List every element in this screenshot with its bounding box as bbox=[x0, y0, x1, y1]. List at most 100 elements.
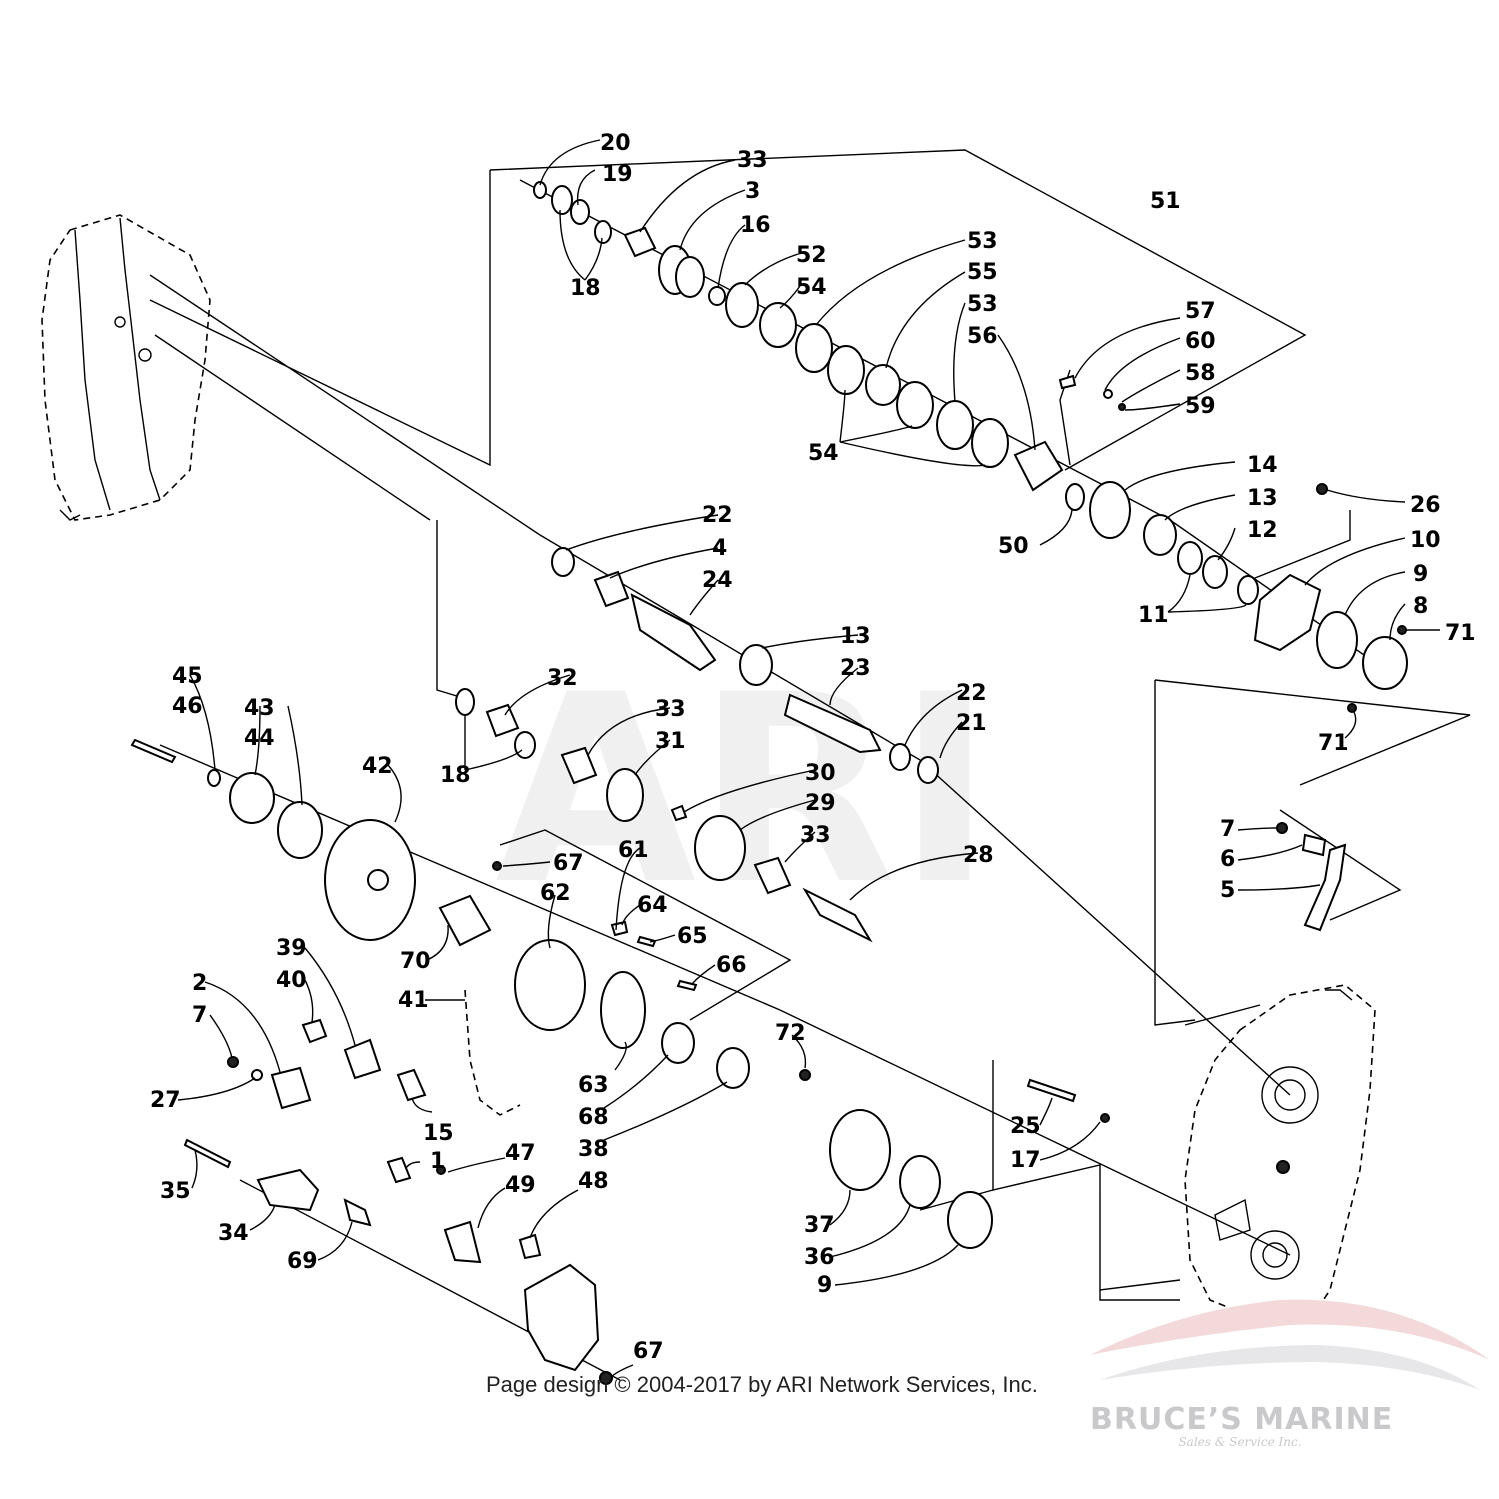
part-28-spacer bbox=[802, 887, 873, 943]
callout-32: 32 bbox=[547, 666, 578, 691]
callout-27: 27 bbox=[150, 1088, 181, 1113]
callout-labels: 20 19 18 33 3 16 52 54 51 53 55 53 56 57… bbox=[150, 131, 1476, 1364]
part-1 bbox=[386, 1156, 412, 1184]
part-7 bbox=[227, 1056, 239, 1068]
part-72 bbox=[799, 1069, 811, 1081]
brand-logo: BRUCE’S MARINE Sales & Service Inc. bbox=[1090, 1402, 1394, 1449]
part-69-spring bbox=[343, 1198, 372, 1227]
callout-66: 66 bbox=[716, 953, 747, 978]
part-6 bbox=[1301, 833, 1327, 857]
part-59 bbox=[1118, 403, 1126, 411]
part-50 bbox=[1065, 483, 1085, 511]
callout-63: 63 bbox=[578, 1073, 609, 1098]
callout-71-b: 71 bbox=[1318, 731, 1349, 756]
callout-69: 69 bbox=[287, 1249, 318, 1274]
part-54-washer-d bbox=[971, 418, 1009, 468]
callout-11: 11 bbox=[1138, 603, 1169, 628]
part-66 bbox=[676, 979, 698, 992]
callout-1: 1 bbox=[430, 1149, 445, 1174]
callout-38: 38 bbox=[578, 1137, 609, 1162]
callout-35: 35 bbox=[160, 1179, 191, 1204]
callout-67: 67 bbox=[553, 851, 584, 876]
callout-67-b: 67 bbox=[633, 1339, 664, 1364]
part-64 bbox=[610, 920, 629, 937]
callout-62: 62 bbox=[540, 881, 571, 906]
part-32 bbox=[485, 703, 520, 738]
callout-45: 45 bbox=[172, 664, 203, 689]
part-4-bearing bbox=[593, 570, 630, 608]
callout-61: 61 bbox=[618, 838, 649, 863]
callout-22-b: 22 bbox=[956, 681, 987, 706]
callout-71: 71 bbox=[1445, 621, 1476, 646]
part-24-gear-shaft bbox=[630, 593, 717, 672]
callout-50: 50 bbox=[998, 534, 1029, 559]
part-30 bbox=[670, 804, 688, 822]
callout-60: 60 bbox=[1185, 329, 1216, 354]
part-57 bbox=[1058, 374, 1077, 390]
part-19-ring bbox=[570, 199, 590, 225]
part-65 bbox=[636, 935, 657, 948]
callout-46: 46 bbox=[172, 694, 203, 719]
part-8-hub bbox=[1362, 636, 1408, 690]
right-gearcase-housing bbox=[1184, 984, 1376, 1321]
part-cover bbox=[523, 1263, 600, 1372]
callout-13: 13 bbox=[1247, 486, 1278, 511]
callout-13-b: 13 bbox=[840, 624, 871, 649]
callout-9-b: 9 bbox=[817, 1273, 832, 1298]
part-25 bbox=[1026, 1078, 1077, 1103]
callout-18-b: 18 bbox=[440, 763, 471, 788]
part-53-bearing bbox=[795, 323, 833, 373]
callout-34: 34 bbox=[218, 1221, 249, 1246]
part-29-sprocket bbox=[694, 815, 746, 881]
part-13-bearing bbox=[1143, 514, 1177, 556]
callout-56: 56 bbox=[967, 324, 998, 349]
part-14-gear bbox=[1089, 481, 1131, 539]
part-17 bbox=[1100, 1113, 1110, 1123]
brand-tagline: Sales & Service Inc. bbox=[1178, 1435, 1302, 1449]
callout-44: 44 bbox=[244, 726, 275, 751]
part-10-plate bbox=[1253, 573, 1322, 652]
part-22-washer bbox=[551, 547, 575, 577]
callout-55: 55 bbox=[967, 260, 998, 285]
callout-43: 43 bbox=[244, 696, 275, 721]
callout-42: 42 bbox=[362, 754, 393, 779]
part-44-spring bbox=[277, 801, 323, 859]
callout-48: 48 bbox=[578, 1169, 609, 1194]
callout-59: 59 bbox=[1185, 394, 1216, 419]
part-62-sprocket bbox=[514, 939, 586, 1031]
brand-name: BRUCE’S MARINE bbox=[1090, 1402, 1394, 1437]
part-34-bracket bbox=[256, 1168, 320, 1212]
part-68-bearing bbox=[661, 1022, 695, 1064]
part-31-sprocket bbox=[606, 768, 644, 822]
part-22-washer-b bbox=[889, 743, 911, 771]
callout-22: 22 bbox=[702, 503, 733, 528]
callout-53-b: 53 bbox=[967, 292, 998, 317]
callout-7: 7 bbox=[192, 1003, 207, 1028]
part-15-pin bbox=[396, 1068, 427, 1102]
callout-15: 15 bbox=[423, 1121, 454, 1146]
callout-7-b: 7 bbox=[1220, 817, 1235, 842]
callout-53: 53 bbox=[967, 229, 998, 254]
part-58 bbox=[1103, 389, 1113, 399]
callout-19: 19 bbox=[602, 162, 633, 187]
part-36-bearing bbox=[899, 1155, 941, 1209]
callout-57: 57 bbox=[1185, 299, 1216, 324]
callout-33-c: 33 bbox=[800, 823, 831, 848]
part-20 bbox=[533, 181, 547, 199]
callout-36: 36 bbox=[804, 1245, 835, 1270]
part-67 bbox=[492, 861, 502, 871]
callout-40: 40 bbox=[276, 968, 307, 993]
callout-10: 10 bbox=[1410, 528, 1441, 553]
part-55 bbox=[865, 364, 901, 406]
callout-6: 6 bbox=[1220, 847, 1235, 872]
part-63-plate bbox=[600, 971, 646, 1049]
callout-39: 39 bbox=[276, 936, 307, 961]
part-53-bearing-b bbox=[936, 400, 974, 450]
part-37-flange bbox=[829, 1109, 891, 1191]
copyright-notice: Page design © 2004-2017 by ARI Network S… bbox=[486, 1372, 1038, 1397]
part-2-block bbox=[270, 1066, 312, 1110]
callout-64: 64 bbox=[637, 893, 668, 918]
part-43-cap bbox=[229, 772, 275, 824]
part-13-bearing-b bbox=[739, 644, 773, 686]
callout-51: 51 bbox=[1150, 189, 1181, 214]
